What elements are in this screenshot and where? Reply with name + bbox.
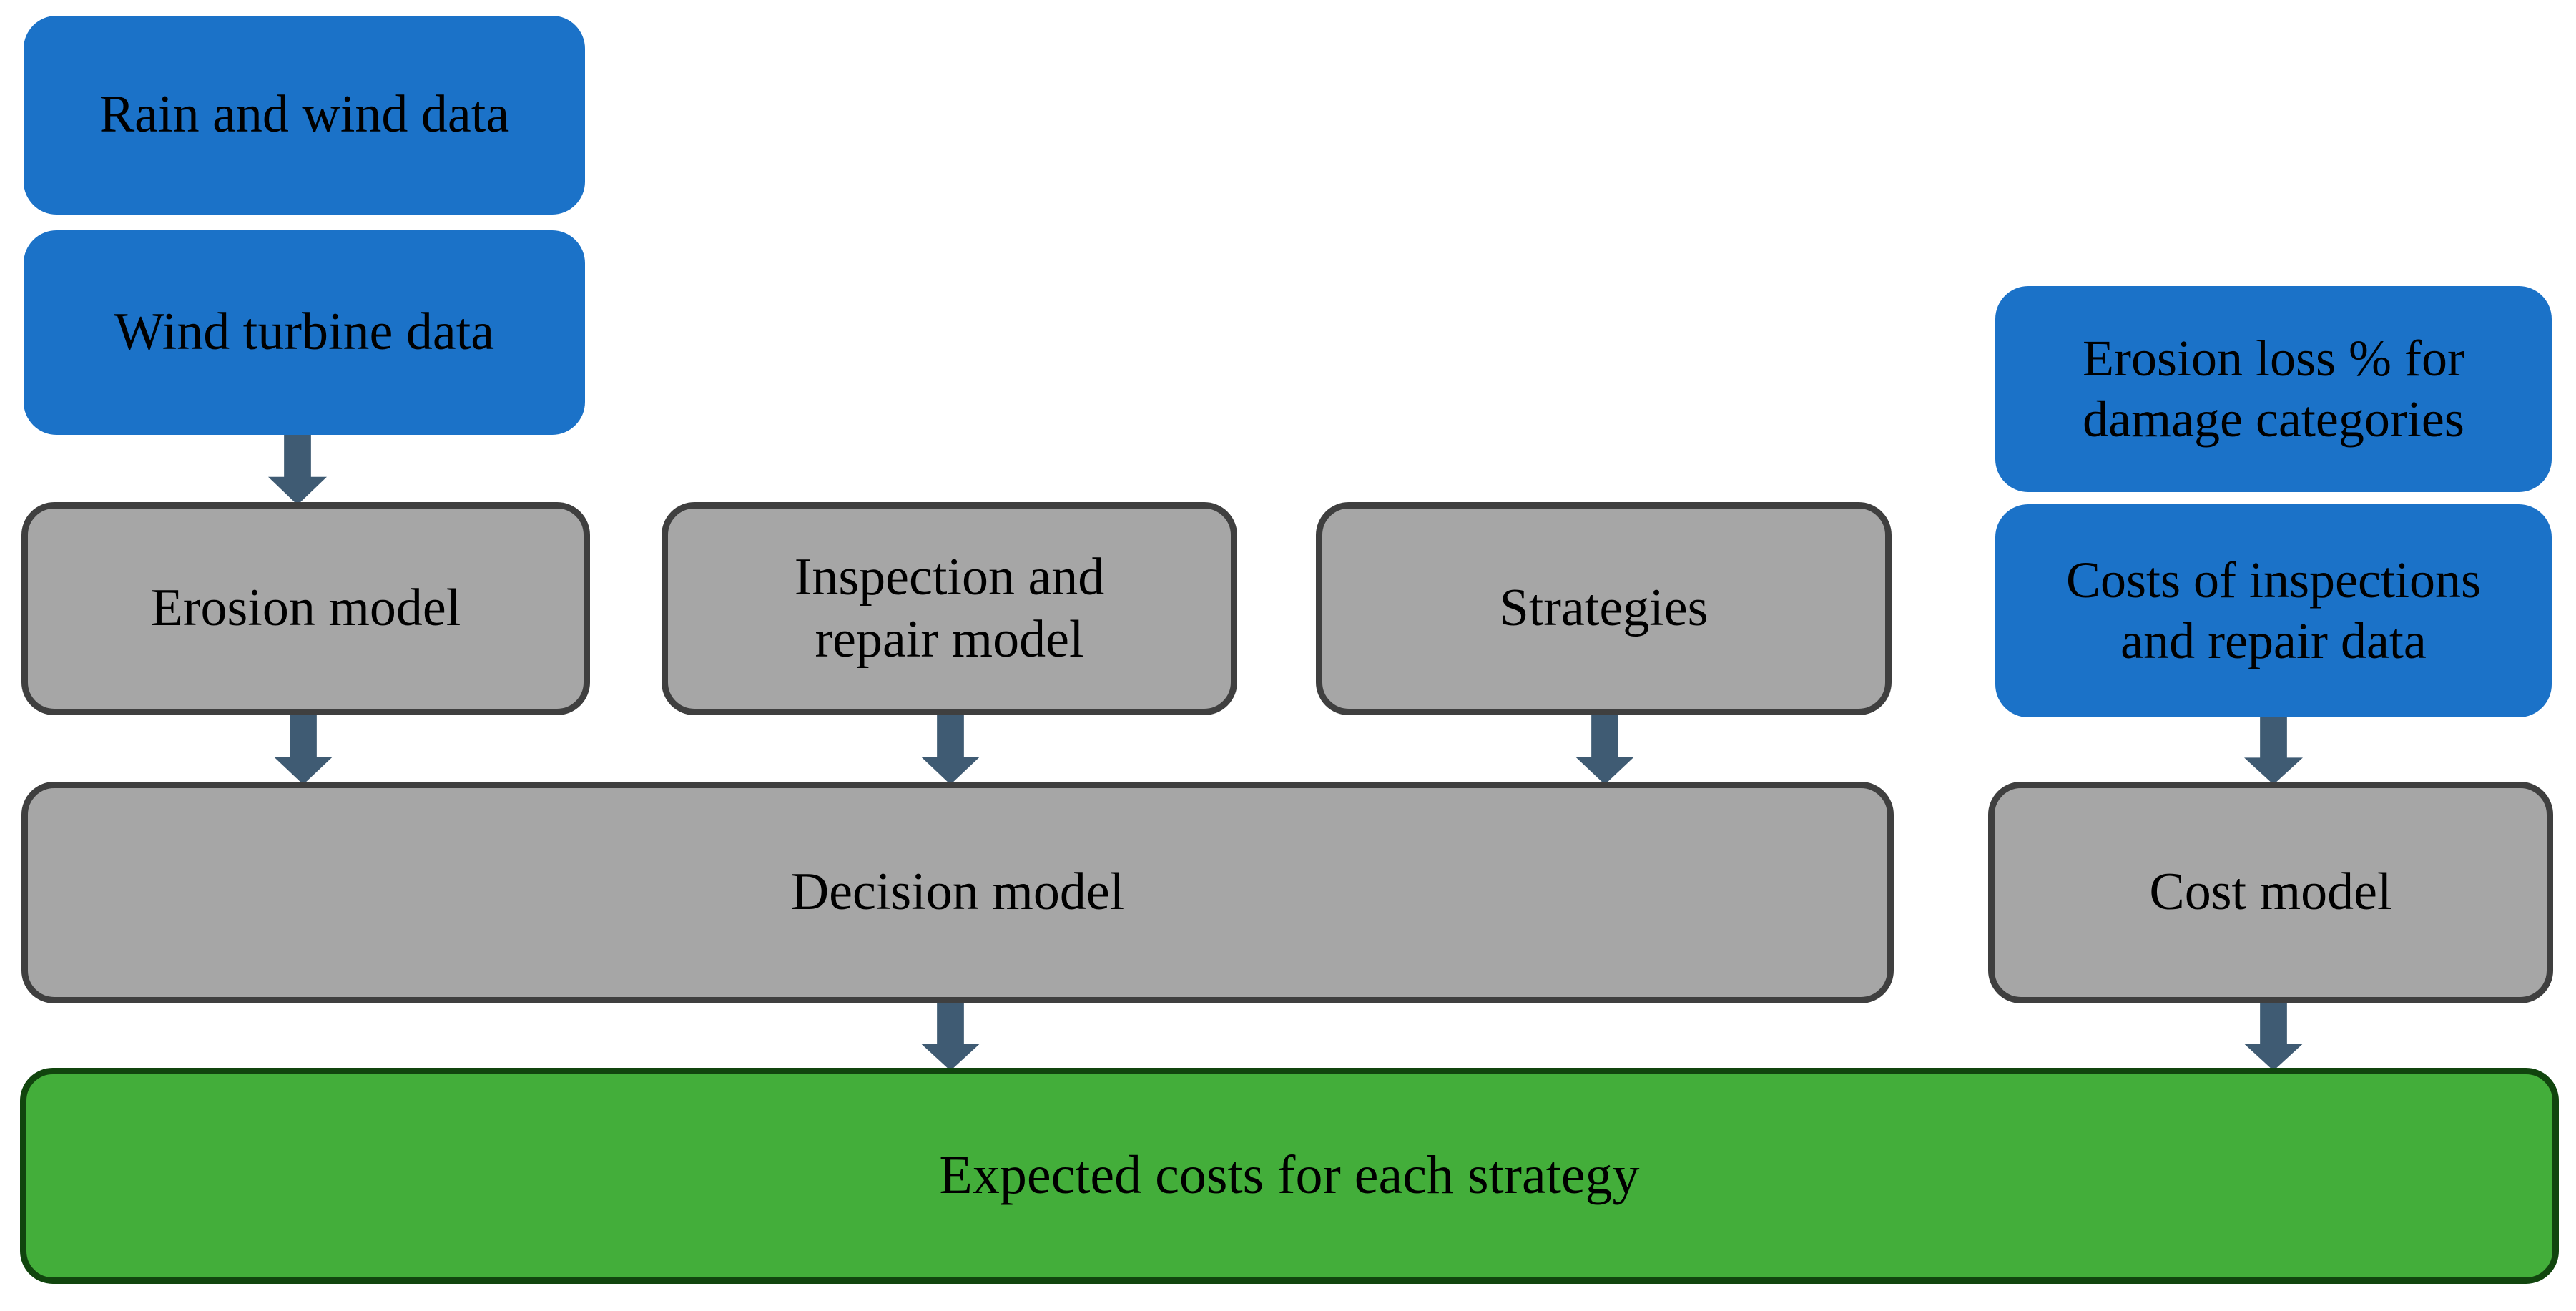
node-label-wind-turbine-data: Wind turbine data (114, 303, 495, 362)
arrow-cost-model-to-expected-costs (2244, 1003, 2303, 1071)
node-erosion-model: Erosion model (21, 502, 590, 715)
node-decision-model: Decision model (21, 782, 1894, 1003)
node-label-strategies: Strategies (1499, 579, 1709, 638)
arrow-inspection-and-repair-model-to-decision-model (921, 715, 980, 785)
node-costs-of-inspections-and-repair-data: Costs of inspections and repair data (1995, 504, 2552, 717)
node-expected-costs-for-each-strategy: Expected costs for each strategy (20, 1068, 2559, 1284)
node-erosion-loss-percent-for-damage-categories: Erosion loss % for damage categories (1995, 286, 2552, 492)
node-label-rain-and-wind-data: Rain and wind data (99, 85, 510, 144)
node-rain-and-wind-data: Rain and wind data (24, 16, 585, 215)
node-label-inspection-and-repair-model: Inspection and repair model (794, 547, 1105, 669)
node-label-costs-of-inspections-and-repair-data: Costs of inspections and repair data (2065, 551, 2481, 669)
arrow-wind-turbine-data-to-erosion-model (268, 435, 327, 505)
arrow-costs-of-inspections-and-repair-data-to-cost-model (2244, 717, 2303, 785)
node-wind-turbine-data: Wind turbine data (24, 230, 585, 435)
node-label-expected-costs-for-each-strategy: Expected costs for each strategy (939, 1145, 1640, 1206)
node-label-cost-model: Cost model (2149, 863, 2392, 922)
arrow-erosion-model-to-decision-model (274, 715, 333, 785)
arrow-strategies-to-decision-model (1575, 715, 1634, 785)
node-inspection-and-repair-model: Inspection and repair model (662, 502, 1237, 715)
node-strategies: Strategies (1316, 502, 1892, 715)
node-cost-model: Cost model (1988, 782, 2553, 1003)
node-label-erosion-loss-percent-for-damage-categories: Erosion loss % for damage categories (2083, 330, 2464, 448)
node-label-decision-model: Decision model (790, 863, 1125, 922)
arrow-decision-model-to-expected-costs (921, 1003, 980, 1071)
node-label-erosion-model: Erosion model (150, 579, 461, 638)
